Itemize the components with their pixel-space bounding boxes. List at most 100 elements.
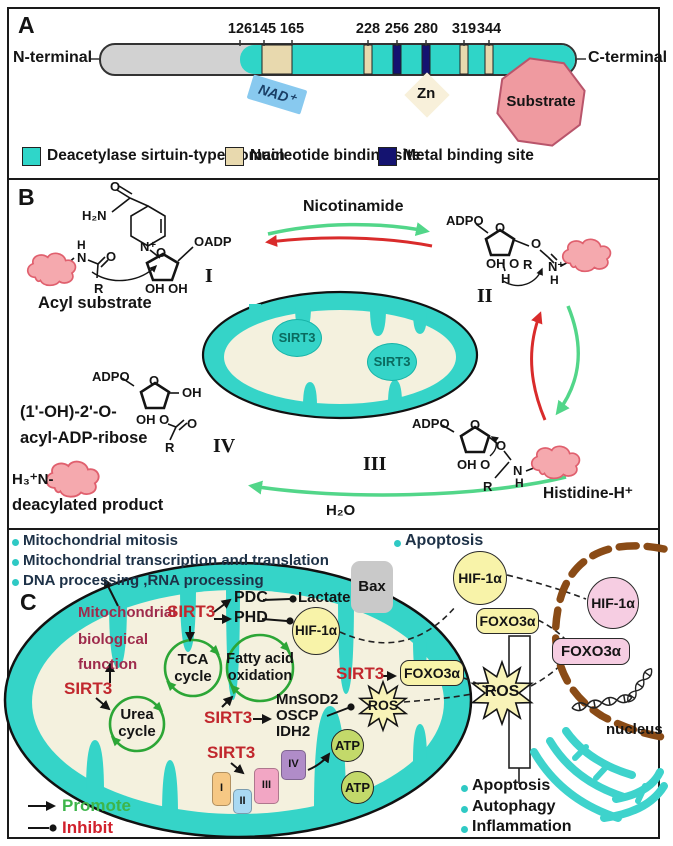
- pdc-label: PDC: [234, 589, 268, 606]
- bullet-icon: [12, 579, 19, 586]
- target-mnsod2: MnSOD2: [276, 691, 339, 708]
- bullet-icon: [461, 785, 468, 792]
- step-iii: III: [363, 453, 387, 475]
- panel-b-label: B: [18, 184, 35, 210]
- h2o-label: H₂O: [326, 502, 356, 519]
- sirt3-top: SIRT3: [167, 602, 216, 621]
- atom-n: N: [77, 250, 87, 265]
- foxo3a-cyto-box: FOXO3α: [476, 608, 539, 634]
- sirt3-bottom: SIRT3: [207, 743, 256, 762]
- n-terminal-label: N-terminal: [13, 49, 93, 66]
- foxo3a-nucleus-box: FOXO3α: [552, 638, 630, 665]
- atom-oh-o: OH O: [486, 256, 520, 271]
- sirt3-oval: SIRT3: [367, 343, 417, 381]
- acyl-substrate-label: Acyl substrate: [38, 294, 152, 312]
- urea-line2: cycle: [118, 723, 156, 740]
- legend-swatch-deacetylase: [22, 147, 41, 166]
- ros-big-label: ROS: [484, 683, 520, 700]
- atom-n-plus: N⁺: [140, 239, 157, 254]
- bullet-icon: [394, 540, 401, 547]
- position-145: 145: [251, 21, 277, 37]
- foxo3a-mito-box: FOXO3α: [400, 660, 464, 686]
- urea-line1: Urea: [120, 706, 154, 723]
- deacylated-prefix: H₃⁺N-: [12, 471, 54, 488]
- panel-a-label: A: [18, 12, 35, 38]
- atom-oadp: OADP: [194, 234, 232, 249]
- bullet-transcription: Mitochondrial transcription and translat…: [23, 552, 329, 569]
- step-i: I: [205, 265, 213, 287]
- sirt3-mid: SIRT3: [204, 708, 253, 727]
- fatty-line1: Fatty acid: [226, 651, 294, 667]
- atom-r: R: [165, 440, 175, 455]
- atom-h: H: [515, 476, 524, 490]
- legend-swatch-metal: [378, 147, 397, 166]
- atom-o: O: [187, 416, 198, 431]
- sirt3-oval: SIRT3: [272, 319, 322, 357]
- mito-bio-line3: function: [78, 656, 138, 673]
- atom-o: O: [110, 179, 121, 194]
- atom-o: O: [149, 373, 160, 388]
- atom-r: R: [523, 257, 533, 272]
- hif1a-cyto-circle: HIF-1α: [453, 551, 507, 605]
- sirt3-left: SIRT3: [64, 679, 113, 698]
- panel-c-label: C: [20, 589, 37, 615]
- position-126: 126: [227, 21, 253, 37]
- product-name-line1: (1'-OH)-2'-O-: [20, 403, 117, 421]
- step-ii: II: [477, 285, 493, 307]
- c-terminal-label: C-terminal: [588, 49, 668, 66]
- complex-i: I: [212, 772, 231, 806]
- position-228: 228: [355, 21, 381, 37]
- phd-label: PHD: [234, 609, 268, 626]
- ros-small-label: ROS: [367, 697, 399, 713]
- mito-bio-line2: biological: [78, 631, 149, 648]
- legend-swatch-nucleotide: [225, 147, 244, 166]
- bullet-icon: [12, 559, 19, 566]
- bax-box: Bax: [351, 561, 393, 613]
- atom-o: O: [470, 417, 481, 432]
- complex-iv: IV: [281, 750, 306, 780]
- complex-iii: III: [254, 768, 279, 804]
- step-iv: IV: [213, 435, 236, 457]
- nicotinamide-label: Nicotinamide: [303, 198, 404, 215]
- atp-circle: ATP: [331, 729, 364, 762]
- target-idh2: IDH2: [276, 723, 311, 740]
- legend-metal: Metal binding site: [403, 147, 534, 164]
- lactate-label: Lactate: [298, 589, 351, 606]
- bullet-autophagy: Autophagy: [472, 798, 556, 815]
- bullet-icon: [461, 826, 468, 833]
- atom-o: O: [531, 236, 542, 251]
- position-280: 280: [413, 21, 439, 37]
- position-165: 165: [279, 21, 305, 37]
- atom-o: O: [156, 245, 167, 260]
- atom-oh-o: OH O: [136, 412, 170, 427]
- fatty-line2: oxidation: [227, 668, 293, 684]
- substrate-label: Substrate: [506, 93, 576, 110]
- legend-promote: Promote: [62, 796, 131, 815]
- atom-adpo: ADPO: [92, 369, 130, 384]
- bullet-inflammation: Inflammation: [472, 818, 572, 835]
- bullet-apoptosis: Apoptosis: [472, 777, 551, 794]
- atom-h: H: [550, 273, 559, 287]
- bullet-icon: [461, 806, 468, 813]
- atom-adpo: ADPO: [412, 416, 450, 431]
- position-344: 344: [476, 21, 502, 37]
- bullet-mitosis: Mitochondrial mitosis: [23, 532, 179, 549]
- atom-o: O: [495, 220, 506, 235]
- hif1a-mito-circle: HIF-1α: [292, 607, 340, 655]
- atom-adpo: ADPO: [446, 213, 484, 228]
- atom-n: N: [513, 463, 523, 478]
- panel-b-frame: [7, 178, 660, 530]
- deacylated-product-label: deacylated product: [12, 496, 164, 514]
- legend-inhibit: Inhibit: [62, 818, 113, 837]
- nucleus-label: nucleus: [606, 721, 663, 738]
- atom-h2n: H₂N: [82, 208, 107, 223]
- atom-o: O: [496, 438, 507, 453]
- apoptosis-top-label: Apoptosis: [405, 532, 484, 549]
- atom-h: H: [77, 238, 86, 252]
- hif1a-nucleus-circle: HIF-1α: [587, 577, 639, 629]
- position-319: 319: [451, 21, 477, 37]
- tca-line2: cycle: [174, 668, 212, 685]
- bullet-icon: [12, 539, 19, 546]
- atom-h: H: [501, 271, 511, 286]
